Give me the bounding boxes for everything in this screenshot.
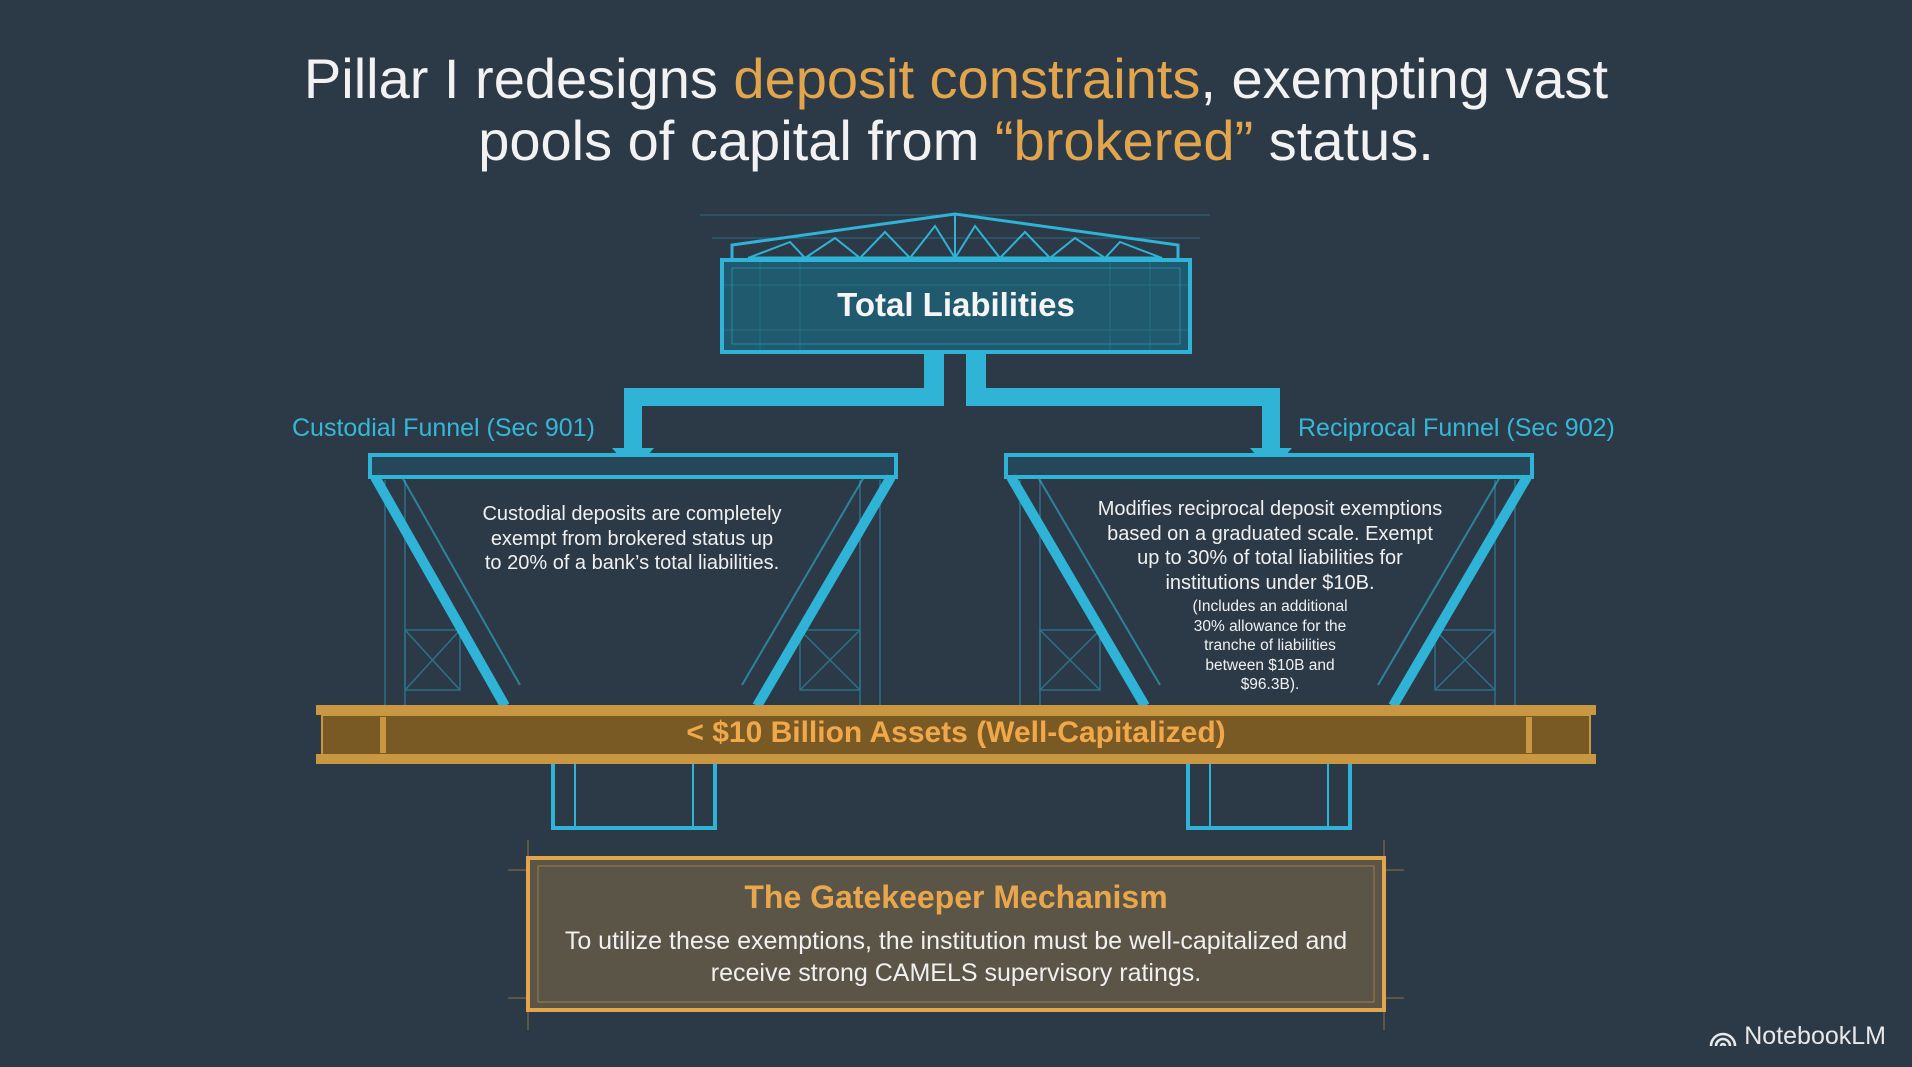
roof-truss bbox=[700, 212, 1210, 260]
title-highlight: deposit constraints bbox=[733, 47, 1201, 110]
gatekeeper-box bbox=[508, 840, 1404, 1030]
slide-title: Pillar I redesigns deposit constraints, … bbox=[0, 48, 1912, 172]
title-highlight: “brokered” bbox=[994, 109, 1254, 172]
gatekeeper-title: The Gatekeeper Mechanism bbox=[744, 879, 1168, 915]
assets-beam bbox=[316, 705, 1596, 764]
custodial-funnel-text: Custodial deposits are completely exempt… bbox=[482, 503, 782, 574]
brand-logo: NotebookLM bbox=[1708, 1022, 1886, 1051]
left-funnel bbox=[368, 453, 898, 709]
title-text: pools of capital from bbox=[478, 109, 995, 172]
reciprocal-funnel-text: Modifies reciprocal deposit exemptions b… bbox=[1097, 498, 1443, 594]
title-text: , exempting vast bbox=[1200, 47, 1609, 110]
notebooklm-logo-icon bbox=[1709, 1032, 1737, 1046]
reciprocal-funnel-text-block: Modifies reciprocal deposit exemptions b… bbox=[1070, 497, 1470, 695]
right-funnel bbox=[1004, 453, 1534, 709]
total-liabilities-label: Total Liabilities bbox=[837, 286, 1075, 323]
reciprocal-funnel-note: (Includes an additional 30% allowance fo… bbox=[1192, 598, 1348, 693]
title-line-2: pools of capital from “brokered” status. bbox=[0, 110, 1912, 172]
custodial-funnel-label: Custodial Funnel (Sec 901) bbox=[292, 414, 595, 442]
reciprocal-funnel-label: Reciprocal Funnel (Sec 902) bbox=[1298, 414, 1615, 442]
title-text: Pillar I redesigns bbox=[303, 47, 734, 110]
brand-name: NotebookLM bbox=[1744, 1022, 1886, 1050]
title-text: status. bbox=[1253, 109, 1434, 172]
total-liabilities-box bbox=[720, 258, 1192, 354]
support-legs bbox=[551, 760, 1352, 830]
gatekeeper-body: To utilize these exemptions, the institu… bbox=[564, 927, 1348, 987]
assets-beam-label: < $10 Billion Assets (Well-Capitalized) bbox=[686, 716, 1226, 749]
title-line-1: Pillar I redesigns deposit constraints, … bbox=[0, 48, 1912, 110]
